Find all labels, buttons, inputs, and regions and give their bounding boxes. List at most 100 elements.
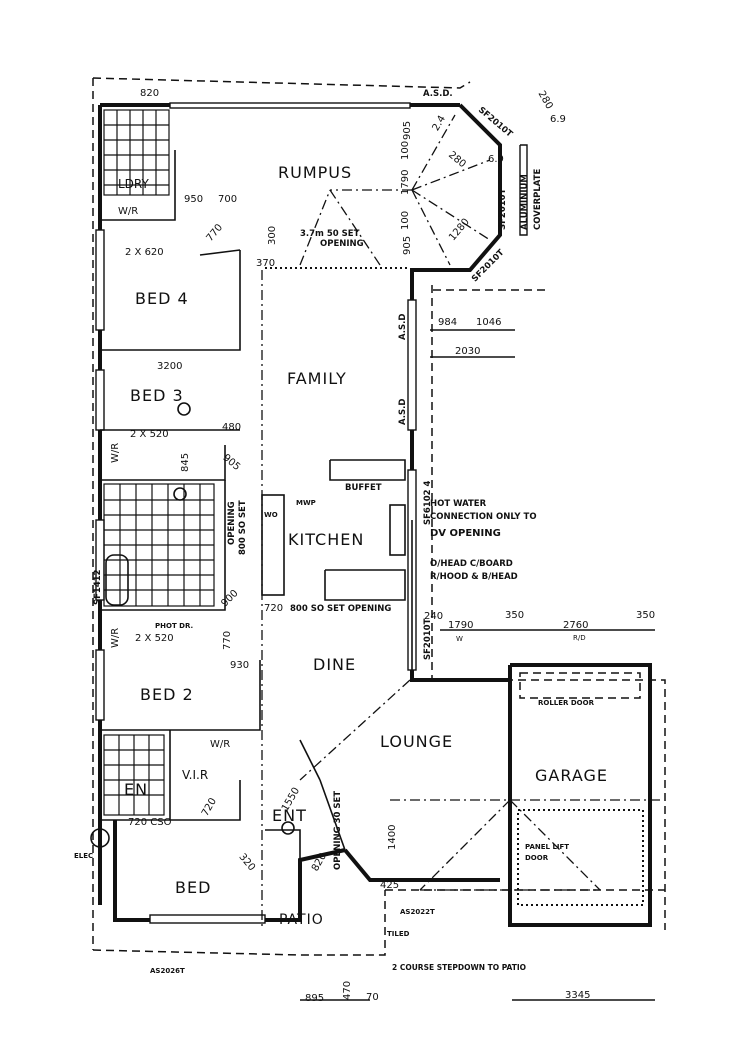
room-label-bed4: BED 4	[135, 289, 189, 308]
dimension: 3345	[565, 990, 590, 1001]
dimension: 900	[219, 588, 240, 609]
note: AS2026T	[150, 967, 185, 975]
note: ALUMINIUM	[520, 174, 530, 230]
note: AS2022T	[400, 908, 435, 916]
dimension: 2.4	[431, 114, 448, 133]
dimension: 2030	[455, 346, 480, 357]
note: O/HEAD C/BOARD	[430, 559, 513, 569]
tiled-wet-areas	[103, 109, 215, 816]
dimension: 370	[256, 258, 275, 269]
dimension: 480	[222, 422, 241, 433]
dimension: 350	[505, 610, 524, 621]
dimension: 1400	[387, 825, 398, 850]
dimension: 905	[220, 452, 242, 473]
ceiling-lines	[261, 114, 660, 930]
dimension: 895	[305, 993, 324, 1004]
meter-box-icon	[90, 828, 110, 848]
room-label-ent: ENT	[272, 806, 307, 825]
note: OPENING	[227, 501, 237, 545]
room-label-wr-ensuite: W/R	[210, 739, 230, 750]
note: A.S.D.	[423, 89, 453, 99]
room-label-ensuite: EN	[124, 780, 148, 799]
room-label-garage: GARAGE	[535, 766, 608, 785]
dimension: 470	[342, 981, 353, 1000]
dimension: 950	[184, 194, 203, 205]
dimension: 820	[140, 88, 159, 99]
note: PANEL LIFT	[525, 843, 569, 851]
dimension: 770	[222, 631, 233, 650]
dimension: 1046	[476, 317, 501, 328]
dimension: 720	[200, 796, 219, 818]
note: WO	[264, 511, 278, 519]
note: SF2010T	[498, 188, 508, 230]
dimension: 845	[180, 453, 191, 472]
room-label-family: FAMILY	[287, 369, 347, 388]
dimension: 905	[402, 236, 413, 255]
dimension: 905	[402, 121, 413, 140]
room-label-lounge: LOUNGE	[380, 732, 453, 751]
dimension: 300	[267, 226, 278, 245]
note: A.S.D	[398, 314, 408, 340]
room-label-wr-bed3: W/R	[110, 443, 121, 463]
dimension: 1280	[447, 217, 472, 244]
room-label-kitchen: KITCHEN	[288, 530, 364, 549]
dimension: 3200	[157, 361, 182, 372]
room-label-laundry: LDRY	[118, 177, 149, 191]
light-fixture-icon	[281, 821, 295, 835]
dimension: 240	[424, 611, 443, 622]
internal-walls	[100, 150, 413, 860]
dimension: 2 X 620	[125, 247, 164, 258]
note: DV OPENING	[430, 528, 501, 539]
room-label-wr-top: W/R	[118, 206, 138, 217]
note: ELEC	[74, 852, 93, 860]
note: A.S.D	[398, 399, 408, 425]
light-fixture-icon	[173, 487, 187, 501]
note: OPENING	[320, 239, 364, 249]
dimension: 1790	[400, 170, 411, 195]
note: 800 SO SET	[238, 500, 248, 555]
dimension: 720	[264, 603, 283, 614]
light-fixture-icon	[177, 402, 191, 416]
note: OPENING 30 SET	[333, 791, 343, 870]
dimension: 6.9	[550, 114, 566, 125]
dimension: 6.9	[488, 154, 504, 165]
note: COVERPLATE	[533, 168, 543, 230]
note: 800 SO SET OPENING	[290, 604, 391, 614]
room-label-bed3: BED 3	[130, 386, 184, 405]
dimension: 984	[438, 317, 457, 328]
room-label-vir: V.I.R	[182, 768, 208, 782]
room-label-bed2: BED 2	[140, 685, 194, 704]
room-label-rumpus: RUMPUS	[278, 163, 352, 182]
note: CONNECTION ONLY TO	[430, 512, 537, 522]
dimension: 700	[218, 194, 237, 205]
dimension: W	[456, 635, 463, 643]
room-label-patio: PATIO	[279, 912, 324, 928]
external-walls	[95, 102, 652, 927]
eave-outline	[92, 77, 666, 956]
dimension: 425	[380, 880, 399, 891]
dimension: 350	[636, 610, 655, 621]
dimension-lines	[90, 329, 655, 1001]
note: SF1412	[93, 569, 103, 605]
room-labels: RUMPUS BED 4 BED 3 FAMILY KITCHEN DINE B…	[110, 163, 608, 928]
dimension: 720 CSO	[128, 817, 172, 828]
dimension: 770	[204, 222, 225, 244]
room-label-dine: DINE	[313, 655, 356, 674]
note: BUFFET	[345, 483, 382, 493]
dimension: 930	[230, 660, 249, 671]
room-label-wr-bed2: W/R	[110, 628, 121, 648]
note: SF2010T	[476, 105, 514, 139]
note: DOOR	[525, 854, 549, 862]
dimension: 280	[536, 89, 555, 111]
note: PHOT DR.	[155, 622, 193, 630]
dimension: 2 X 520	[135, 633, 174, 644]
dimension: 70	[366, 992, 379, 1003]
dimension: 2760	[563, 620, 588, 631]
note: TILED	[387, 930, 410, 938]
note: 3.7m 50 SET	[300, 229, 360, 239]
note: MWP	[296, 499, 316, 507]
dimension: 100	[400, 141, 411, 160]
dimension: 2 X 520	[130, 429, 169, 440]
note: R/HOOD & B/HEAD	[430, 572, 518, 582]
room-label-bed: BED	[175, 878, 211, 897]
